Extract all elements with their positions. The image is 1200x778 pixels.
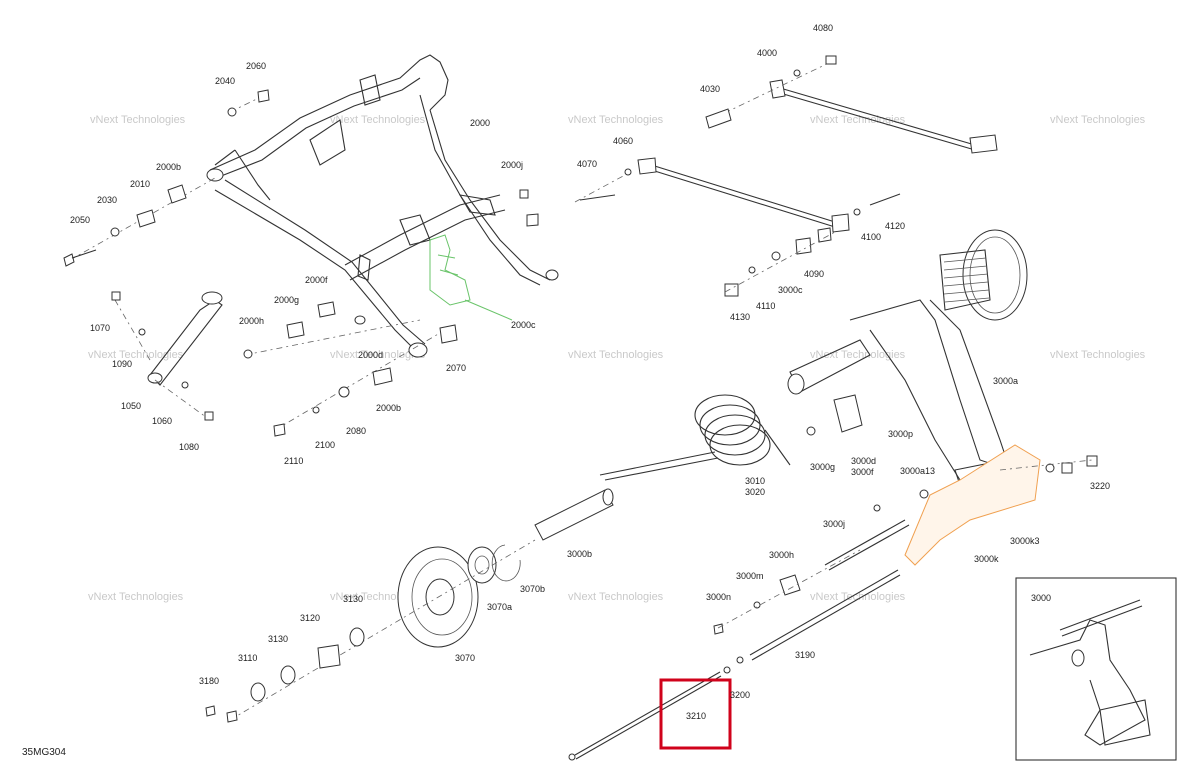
part-label: 3190 [795,650,815,660]
part-label: 3000k [974,554,999,564]
watermark: vNext Technologies [88,349,184,361]
part-label: 3070 [455,653,475,663]
part-label: 2000g [274,295,299,305]
part-label: 2000j [501,160,523,170]
watermark: vNext Technologies [810,349,906,361]
part-label: 2000f [305,275,328,285]
watermark: vNext Technologies [568,114,664,126]
part-label: 3000a13 [900,466,935,476]
part-label: 2000 [470,118,490,128]
part-label: 1070 [90,323,110,333]
suspension-arm-3000 [787,229,1098,566]
watermark: vNext Technologies [568,349,664,361]
watermark: vNext Technologies [88,591,184,603]
part-label: 3000p [888,429,913,439]
shafts [534,488,910,761]
part-label: 2040 [215,76,235,86]
part-label: 2000h [239,316,264,326]
part-label: 3000b [567,549,592,559]
inset-view-3000 [1015,577,1177,761]
part-label: 1080 [179,442,199,452]
part-label: 3180 [199,676,219,686]
part-label: 3010 [745,476,765,486]
part-label: 3000j [823,519,845,529]
watermark: vNext Technologies [810,591,906,603]
part-label: 1060 [152,416,172,426]
part-label: 2110 [284,456,303,466]
part-label: 2000b [156,162,181,172]
part-label: 3220 [1090,481,1110,491]
watermark: vNext Technologies [90,114,186,126]
highlight-box-3210 [659,678,732,750]
part-label: 4120 [885,221,905,231]
part-label: 3070b [520,584,545,594]
part-label: 3000d [851,456,876,466]
part-label: 3130 [343,594,363,604]
watermark: vNext Technologies [330,114,426,126]
part-label: 3000h [769,550,794,560]
part-label: 3200 [730,690,750,700]
part-label: 3000f [851,467,874,477]
part-label: 2030 [97,195,117,205]
part-label: 3000g [810,462,835,472]
part-label: 3210 [686,711,706,721]
part-label: 3000n [706,592,731,602]
part-label-layer: 2060 2040 2000 2000b 2010 2030 2050 2000… [22,23,1110,758]
part-label: 4060 [613,136,633,146]
watermark: vNext Technologies [1050,349,1146,361]
lever-1050 [111,291,223,421]
watermark: vNext Technologies [1050,114,1146,126]
part-label: 3020 [745,487,765,497]
watermark: vNext Technologies [330,349,426,361]
part-label: 1050 [121,401,141,411]
part-label: 3110 [238,653,257,663]
part-label: 3070a [487,602,512,612]
part-label: 4130 [730,312,750,322]
part-label: 4090 [804,269,824,279]
part-label: 1090 [112,359,132,369]
part-label: 3000 [1031,593,1051,603]
fasteners-left [63,89,539,437]
part-label: 2050 [70,215,90,225]
part-label: 2060 [246,61,266,71]
bracket-2000c [429,234,513,321]
idler-wheel-3070 [205,539,536,723]
watermark: vNext Technologies [568,591,664,603]
part-label: 3130 [268,634,288,644]
part-label: 4100 [861,232,881,242]
part-label: 3000m [736,571,764,581]
watermark-layer: vNext Technologies vNext Technologies vN… [88,114,1146,603]
part-label: 4110 [756,301,775,311]
part-label: 2080 [346,426,366,436]
part-label: 4080 [813,23,833,33]
frame-2000-drawing [206,54,559,358]
part-label: 2070 [446,363,466,373]
part-label: 2000c [511,320,536,330]
part-label: 4030 [700,84,720,94]
part-label: 4070 [577,159,597,169]
part-label: 2000b [376,403,401,413]
part-label: 3120 [300,613,320,623]
diagram-code: 35MG304 [22,747,66,758]
part-label: 2010 [130,179,150,189]
tie-rods-4000 [574,55,998,297]
part-label: 3000a [993,376,1018,386]
spring-3010 [599,394,791,481]
part-label: 2100 [315,440,335,450]
part-label: 3000c [778,285,803,295]
part-label: 4000 [757,48,777,58]
part-label: 2000d [358,350,383,360]
part-label: 3000k3 [1010,536,1040,546]
